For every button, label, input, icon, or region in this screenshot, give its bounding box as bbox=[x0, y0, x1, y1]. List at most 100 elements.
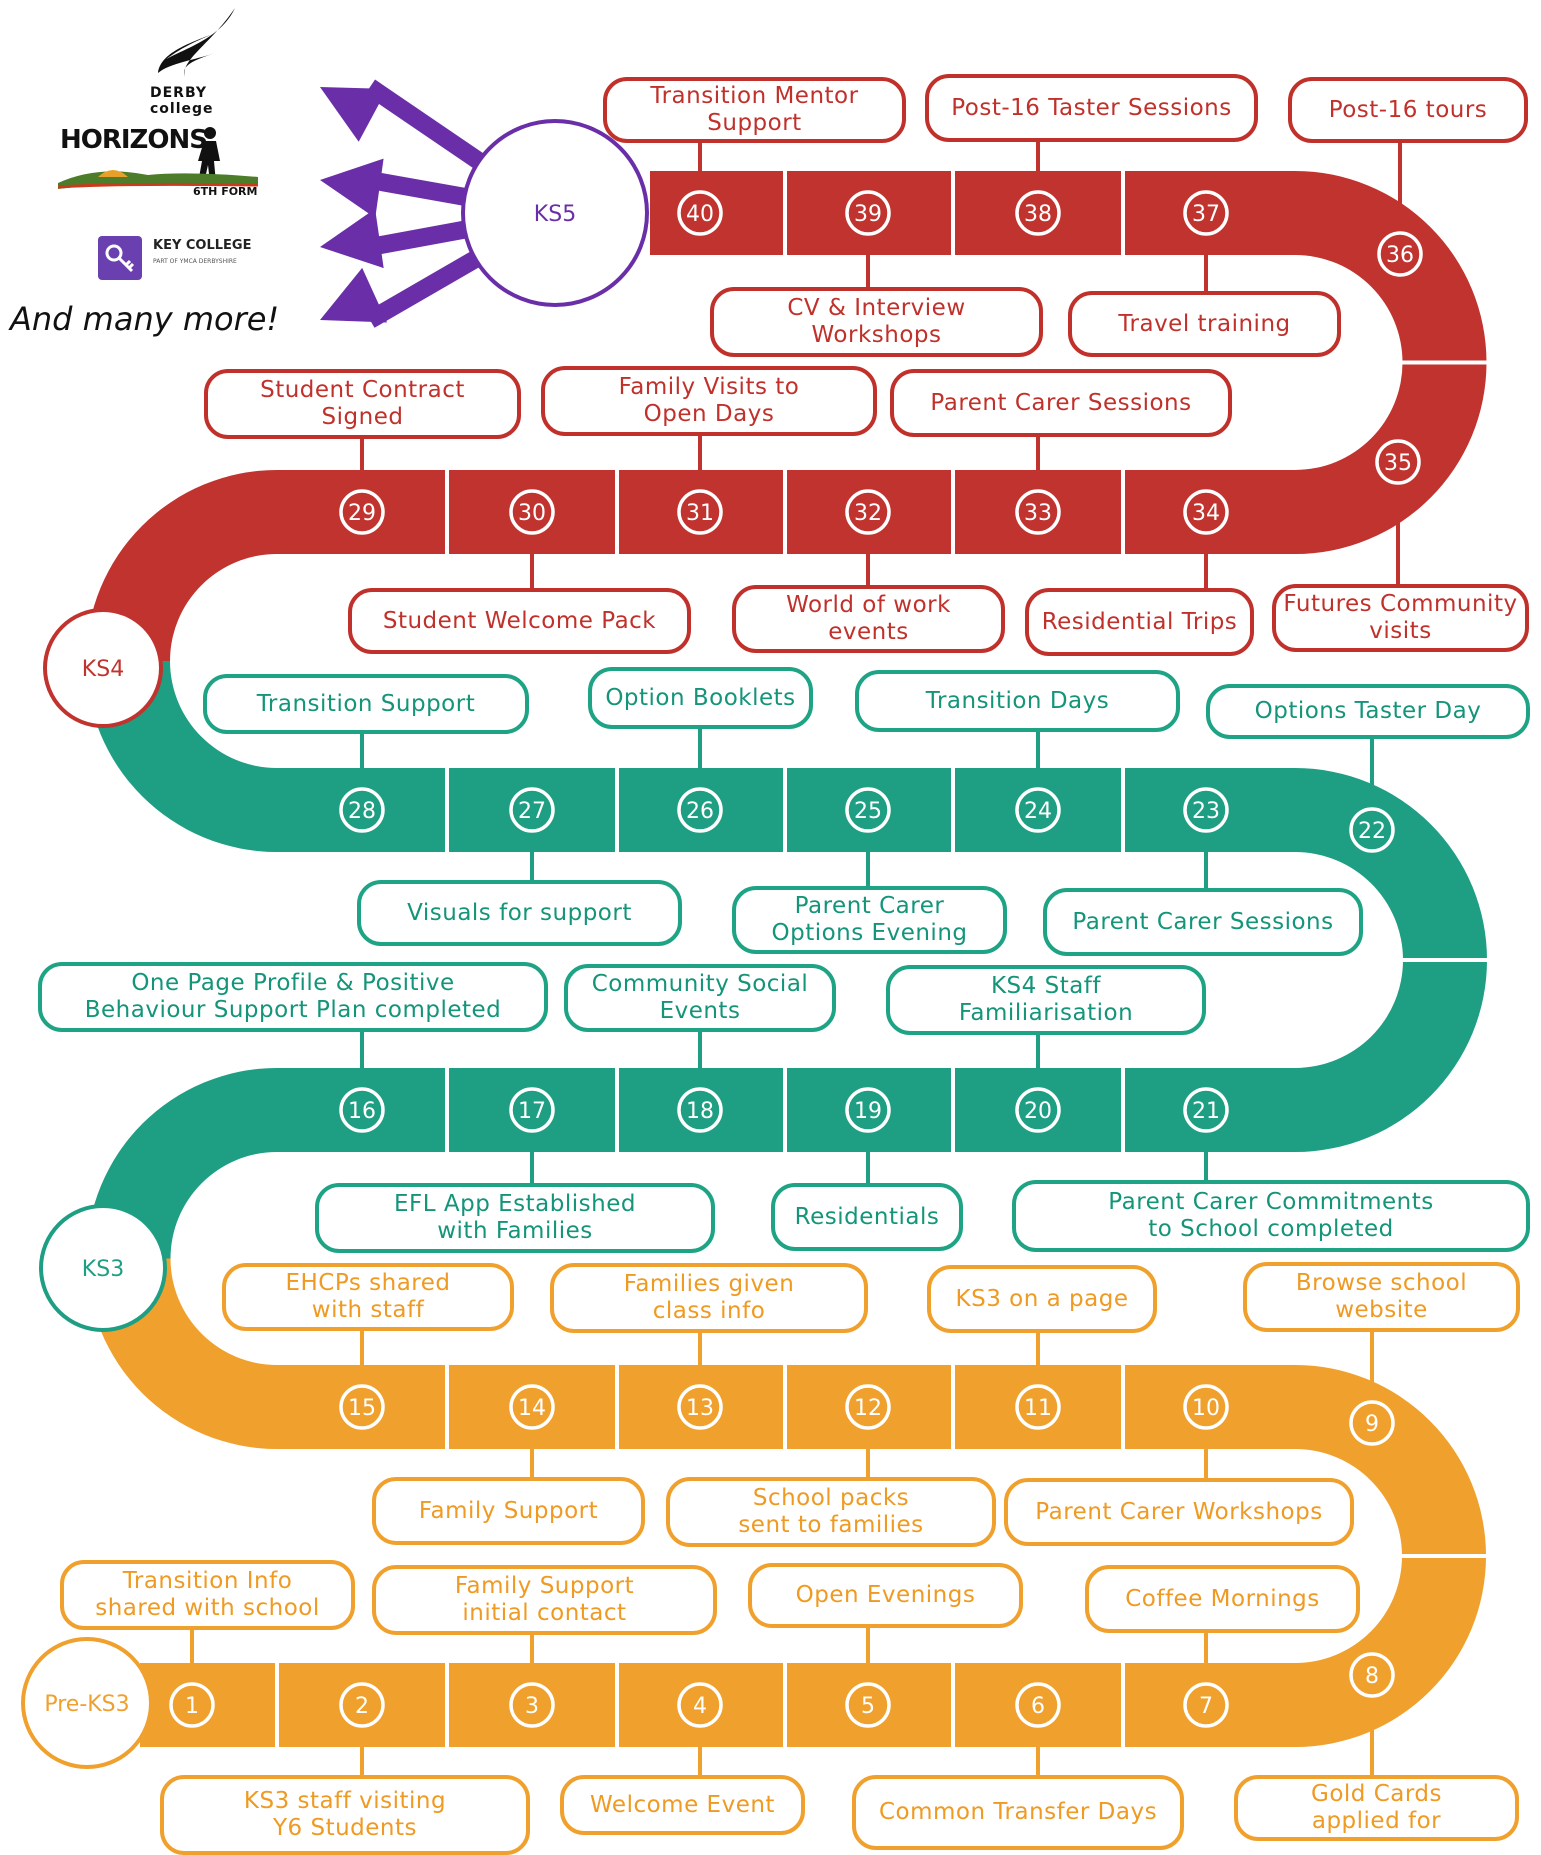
step-number: 23 bbox=[1192, 799, 1220, 824]
step-number: 9 bbox=[1365, 1412, 1379, 1437]
step-marker-34: 34 bbox=[1183, 489, 1229, 535]
step-marker-7: 7 bbox=[1183, 1682, 1229, 1728]
step-number: 11 bbox=[1024, 1396, 1052, 1421]
step-number: 26 bbox=[686, 799, 714, 824]
stage-node-label: KS4 bbox=[82, 657, 124, 682]
step-number: 17 bbox=[518, 1099, 546, 1124]
step-number: 13 bbox=[686, 1396, 714, 1421]
step-label-3: Family Support initial contact bbox=[372, 1565, 717, 1635]
step-marker-25: 25 bbox=[845, 787, 891, 833]
path-bend-right bbox=[1295, 960, 1487, 1152]
step-marker-23: 23 bbox=[1183, 787, 1229, 833]
key-college-logo: KEY COLLEGE PART OF YMCA DERBYSHIRE bbox=[98, 232, 258, 282]
stage-node-label: KS3 bbox=[82, 1257, 124, 1282]
step-label-5: Open Evenings bbox=[748, 1563, 1023, 1628]
step-number: 28 bbox=[348, 799, 376, 824]
step-label-18: Community Social Events bbox=[564, 964, 836, 1032]
step-label-14: Family Support bbox=[372, 1477, 645, 1545]
step-label-25: Parent Carer Options Evening bbox=[732, 886, 1007, 954]
step-number: 27 bbox=[518, 799, 546, 824]
path-bend-left bbox=[86, 470, 277, 661]
step-number: 24 bbox=[1024, 799, 1052, 824]
step-marker-31: 31 bbox=[677, 489, 723, 535]
step-number: 8 bbox=[1365, 1664, 1379, 1689]
step-marker-28: 28 bbox=[339, 787, 385, 833]
step-marker-2: 2 bbox=[339, 1682, 385, 1728]
step-number: 36 bbox=[1386, 243, 1414, 268]
step-number: 16 bbox=[348, 1099, 376, 1124]
step-marker-6: 6 bbox=[1015, 1682, 1061, 1728]
step-label-37: Travel training bbox=[1068, 291, 1341, 357]
step-number: 30 bbox=[518, 501, 546, 526]
path-rows bbox=[140, 171, 1295, 1747]
step-label-32: World of work events bbox=[732, 585, 1005, 653]
step-number: 37 bbox=[1192, 202, 1220, 227]
step-label-9: Browse school website bbox=[1243, 1262, 1520, 1332]
step-number: 12 bbox=[854, 1396, 882, 1421]
step-marker-9: 9 bbox=[1349, 1400, 1395, 1446]
key-college-subtitle: PART OF YMCA DERBYSHIRE bbox=[153, 258, 237, 265]
step-number: 20 bbox=[1024, 1099, 1052, 1124]
step-marker-24: 24 bbox=[1015, 787, 1061, 833]
step-number: 10 bbox=[1192, 1396, 1220, 1421]
step-marker-36: 36 bbox=[1377, 231, 1423, 277]
step-number: 31 bbox=[686, 501, 714, 526]
step-label-36: Post-16 tours bbox=[1288, 77, 1528, 143]
step-label-35: Futures Community visits bbox=[1272, 584, 1529, 652]
step-number: 15 bbox=[348, 1396, 376, 1421]
step-label-23: Parent Carer Sessions bbox=[1043, 888, 1363, 956]
path-bend-right bbox=[1295, 1556, 1486, 1747]
step-marker-37: 37 bbox=[1183, 190, 1229, 236]
step-number: 4 bbox=[693, 1694, 707, 1719]
step-label-16: One Page Profile & Positive Behaviour Su… bbox=[38, 962, 548, 1032]
step-marker-30: 30 bbox=[509, 489, 555, 535]
step-marker-11: 11 bbox=[1015, 1384, 1061, 1430]
step-number: 39 bbox=[854, 202, 882, 227]
horizons-subtitle: 6TH FORM bbox=[193, 185, 258, 198]
key-icon bbox=[98, 236, 142, 280]
step-label-40: Transition Mentor Support bbox=[603, 77, 906, 143]
step-marker-20: 20 bbox=[1015, 1087, 1061, 1133]
step-marker-35: 35 bbox=[1375, 439, 1421, 485]
stage-node-ks3: KS3 bbox=[39, 1204, 167, 1332]
step-marker-38: 38 bbox=[1015, 190, 1061, 236]
step-marker-16: 16 bbox=[339, 1087, 385, 1133]
step-label-38: Post-16 Taster Sessions bbox=[925, 74, 1258, 142]
step-label-13: Families given class info bbox=[550, 1263, 868, 1333]
step-label-22: Options Taster Day bbox=[1206, 684, 1530, 739]
stage-node-ks5: KS5 bbox=[461, 119, 649, 307]
step-marker-29: 29 bbox=[339, 489, 385, 535]
step-marker-32: 32 bbox=[845, 489, 891, 535]
step-label-19: Residentials bbox=[771, 1183, 963, 1251]
step-marker-26: 26 bbox=[677, 787, 723, 833]
step-number: 6 bbox=[1031, 1694, 1045, 1719]
step-marker-40: 40 bbox=[677, 190, 723, 236]
step-marker-14: 14 bbox=[509, 1384, 555, 1430]
stage-node-ks4: KS4 bbox=[43, 608, 163, 728]
step-label-31: Family Visits to Open Days bbox=[541, 366, 877, 436]
step-number: 32 bbox=[854, 501, 882, 526]
derby-college-logo: DERBY college bbox=[140, 5, 260, 117]
step-label-29: Student Contract Signed bbox=[204, 369, 521, 439]
path-bend-left bbox=[86, 1068, 277, 1259]
step-marker-13: 13 bbox=[677, 1384, 723, 1430]
step-label-6: Common Transfer Days bbox=[852, 1775, 1184, 1850]
step-label-7: Coffee Mornings bbox=[1085, 1565, 1360, 1633]
step-label-4: Welcome Event bbox=[560, 1775, 805, 1835]
step-label-17: EFL App Established with Families bbox=[315, 1183, 715, 1253]
stage-node-label: Pre-KS3 bbox=[44, 1692, 129, 1717]
horizons-name: HORIZONS bbox=[60, 125, 208, 155]
path-bend-right bbox=[1295, 768, 1487, 960]
step-marker-18: 18 bbox=[677, 1087, 723, 1133]
step-number: 7 bbox=[1199, 1694, 1213, 1719]
step-number: 2 bbox=[355, 1694, 369, 1719]
step-number: 40 bbox=[686, 202, 714, 227]
step-number: 5 bbox=[861, 1694, 875, 1719]
step-marker-22: 22 bbox=[1349, 807, 1395, 853]
step-marker-33: 33 bbox=[1015, 489, 1061, 535]
step-label-2: KS3 staff visiting Y6 Students bbox=[160, 1775, 530, 1855]
step-label-10: Parent Carer Workshops bbox=[1004, 1478, 1354, 1546]
stage-node-pre-ks3: Pre-KS3 bbox=[21, 1637, 153, 1769]
